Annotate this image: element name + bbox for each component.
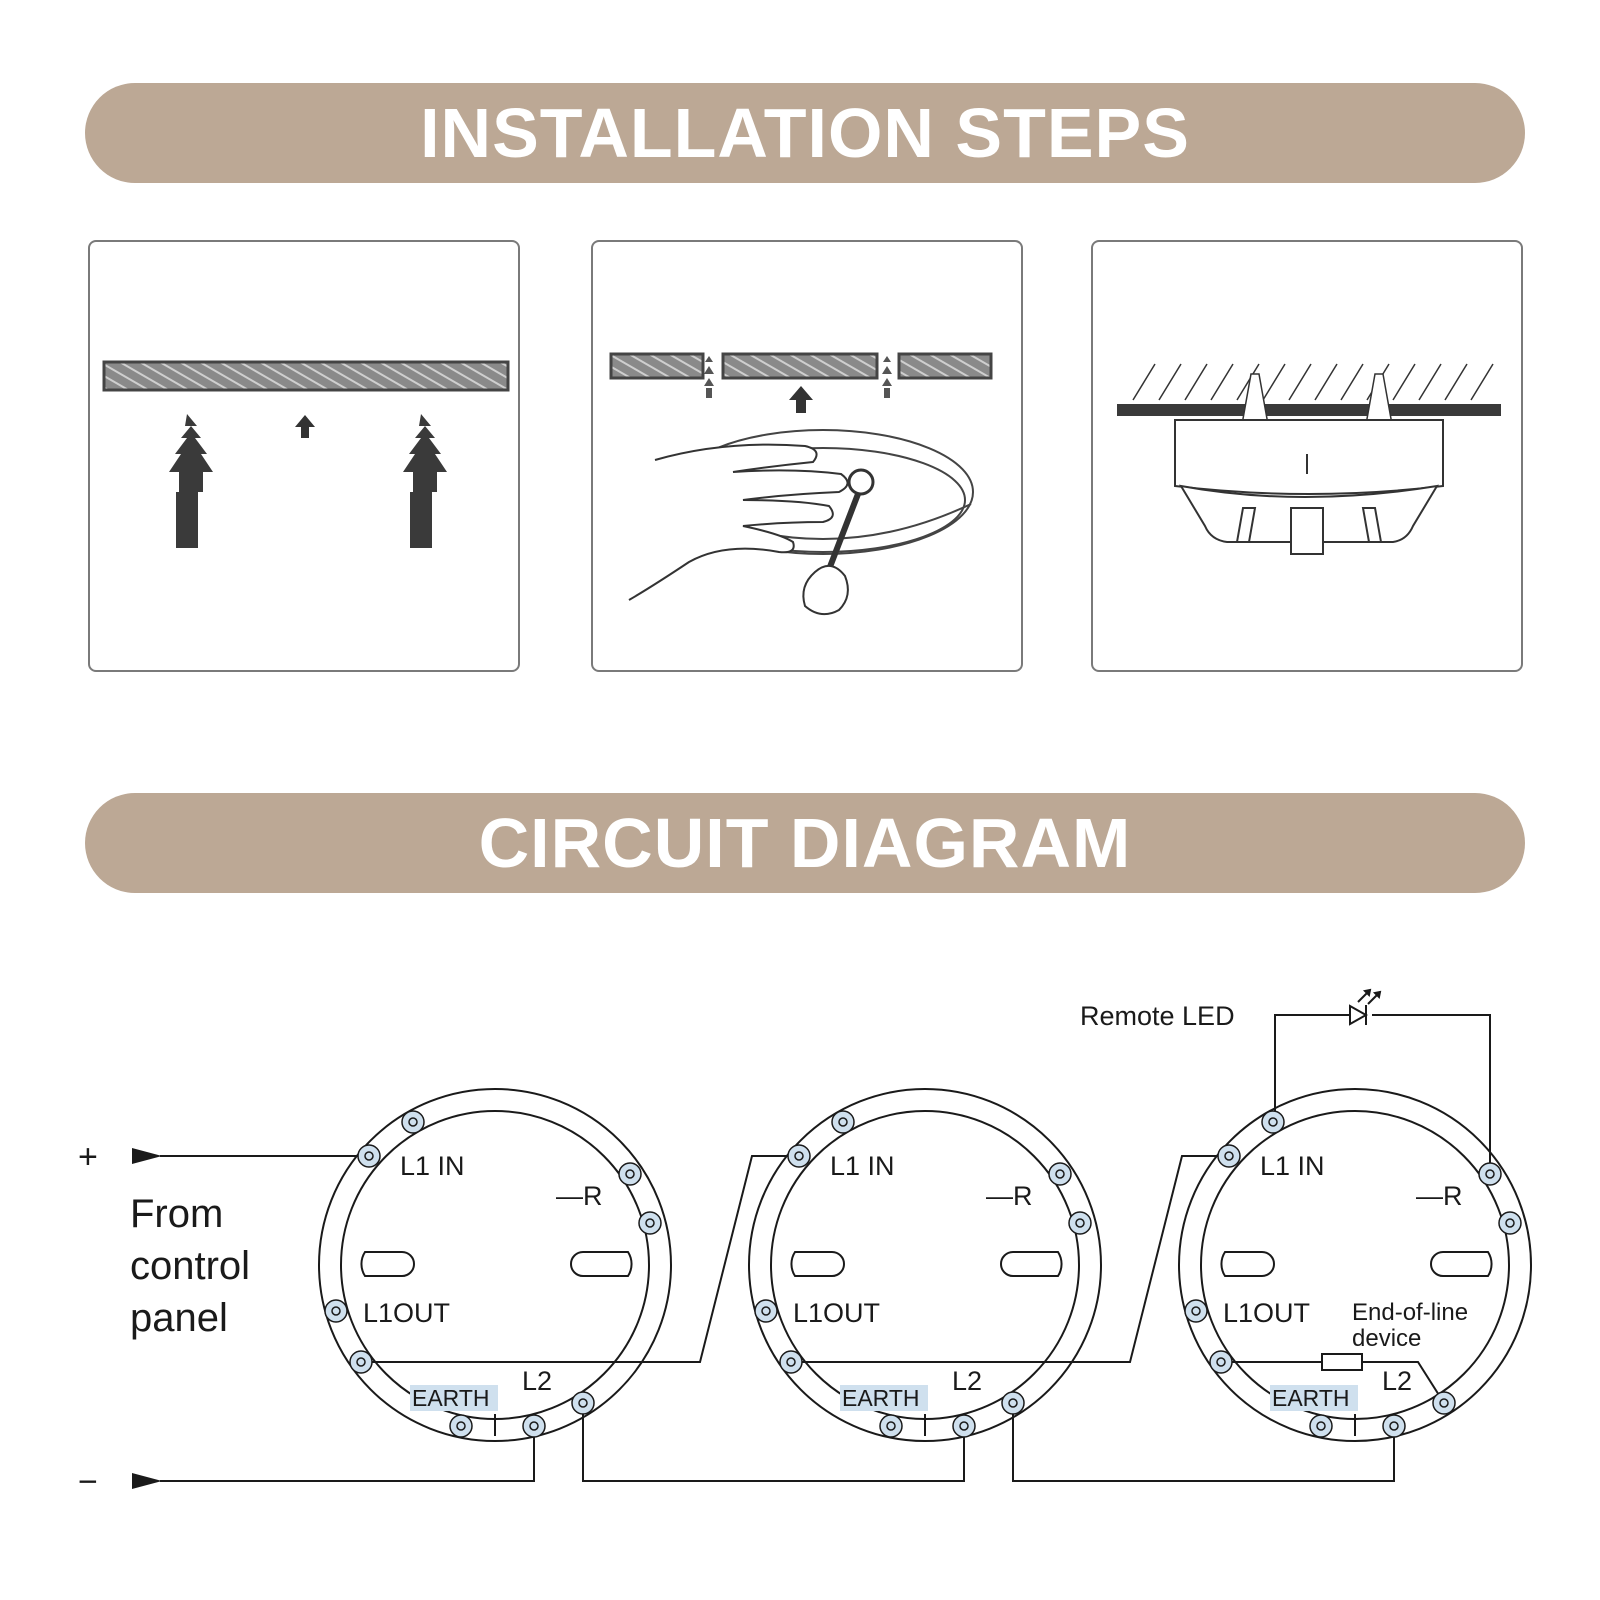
earth-label: EARTH bbox=[1272, 1385, 1350, 1411]
installation-steps-banner: INSTALLATION STEPS bbox=[85, 83, 1525, 183]
wire-l1out-2 bbox=[791, 1155, 1229, 1363]
led-icon bbox=[1349, 988, 1382, 1026]
plus-arrow-icon bbox=[132, 1148, 162, 1164]
circuit-diagram: + − From control panel Remote LED End-of… bbox=[78, 988, 1532, 1501]
source-label-line-3: panel bbox=[130, 1296, 228, 1340]
plus-label: + bbox=[78, 1138, 98, 1176]
hand bbox=[628, 443, 849, 601]
step-1-illustration bbox=[102, 360, 510, 548]
source-label-line-2: control bbox=[130, 1244, 250, 1288]
step-3-illustration bbox=[1117, 363, 1501, 555]
step-1-panel bbox=[88, 240, 520, 672]
wire-l1out-1 bbox=[361, 1155, 799, 1363]
r-label: —R bbox=[556, 1181, 603, 1211]
l2-label: L2 bbox=[952, 1366, 982, 1396]
detector-body bbox=[1174, 419, 1444, 555]
step-3-panel bbox=[1091, 240, 1523, 672]
wall-anchor-right bbox=[403, 414, 447, 548]
earth-label: EARTH bbox=[412, 1385, 490, 1411]
l1-in-label: L1 IN bbox=[400, 1151, 465, 1181]
l2-label: L2 bbox=[1382, 1366, 1412, 1396]
r-label: —R bbox=[986, 1181, 1033, 1211]
screwdriver bbox=[802, 468, 875, 616]
installation-steps-title: INSTALLATION STEPS bbox=[420, 94, 1190, 172]
source-label-line-1: From bbox=[130, 1192, 223, 1236]
wire-eol bbox=[1221, 1361, 1445, 1404]
wire-l2-1-to-2 bbox=[582, 1403, 965, 1482]
circuit-diagram-banner: CIRCUIT DIAGRAM bbox=[85, 793, 1525, 893]
eol-label-line-2: device bbox=[1352, 1325, 1421, 1352]
circuit-diagram-title: CIRCUIT DIAGRAM bbox=[478, 804, 1132, 882]
l2-label: L2 bbox=[522, 1366, 552, 1396]
ceiling-board bbox=[102, 360, 510, 392]
up-arrow-icon bbox=[295, 415, 315, 438]
minus-label: − bbox=[78, 1463, 98, 1501]
wire-minus-in bbox=[160, 1426, 535, 1482]
l1-in-label: L1 IN bbox=[1260, 1151, 1325, 1181]
eol-label-line-1: End-of-line bbox=[1352, 1299, 1468, 1326]
step-2-illustration bbox=[609, 352, 993, 616]
l1-out-label: L1OUT bbox=[1223, 1298, 1310, 1328]
l1-out-label: L1OUT bbox=[363, 1298, 450, 1328]
ceiling bbox=[1117, 404, 1501, 416]
earth-label: EARTH bbox=[842, 1385, 920, 1411]
step-2-panel bbox=[591, 240, 1023, 672]
wire-remote-led bbox=[1274, 1014, 1491, 1175]
up-arrow-icon bbox=[789, 386, 813, 413]
minus-arrow-icon bbox=[132, 1473, 162, 1489]
r-label: —R bbox=[1416, 1181, 1463, 1211]
wire-l2-2-to-3 bbox=[1012, 1403, 1395, 1482]
l1-out-label: L1OUT bbox=[793, 1298, 880, 1328]
l1-in-label: L1 IN bbox=[830, 1151, 895, 1181]
remote-led-label: Remote LED bbox=[1080, 1001, 1235, 1031]
wall-anchor-left bbox=[169, 414, 213, 548]
end-of-line-resistor bbox=[1321, 1353, 1363, 1371]
ceiling-hatch bbox=[1132, 363, 1494, 401]
terminal-screws bbox=[324, 1110, 1522, 1438]
